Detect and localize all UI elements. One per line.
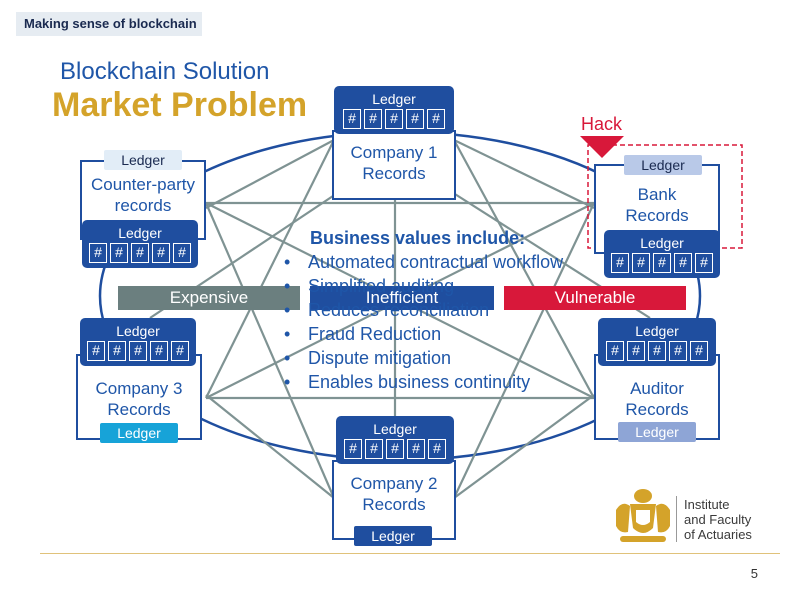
list-item: Enables business continuity xyxy=(284,370,594,394)
counterparty-name: Counter-party xyxy=(91,175,195,194)
company1-node: Company 1 Records xyxy=(332,130,456,200)
auditor-name: Auditor xyxy=(630,379,684,398)
hack-dashed-box xyxy=(587,144,743,249)
counterparty-ledger: Ledger ##### xyxy=(82,220,198,268)
business-values-heading: Business values include: xyxy=(310,228,526,248)
list-item: Fraud Reduction xyxy=(284,322,594,346)
company1-ledger: Ledger ##### xyxy=(334,86,454,134)
slide-subtitle: Blockchain Solution xyxy=(60,58,270,85)
ledger-label: Ledger xyxy=(372,91,416,107)
list-item: Automated contractual workflow xyxy=(284,250,594,274)
bank-name: Bank xyxy=(637,185,677,204)
counterparty-records: records xyxy=(114,196,172,215)
company3-ledger-tag: Ledger xyxy=(100,423,178,443)
company2-ledger-tag: Ledger xyxy=(354,526,432,546)
ifoa-crest-logo xyxy=(612,486,674,551)
page-number: 5 xyxy=(750,566,758,581)
bank-ledger-tag: Ledger xyxy=(624,155,702,175)
company3-ledger: Ledger ##### xyxy=(80,318,196,366)
section-tag: Making sense of blockchain xyxy=(16,12,202,36)
ifoa-logo-text: Institute and Faculty of Actuaries xyxy=(684,497,752,542)
company2-name: Company 2 xyxy=(350,474,438,493)
bank-ledger: Ledger ##### xyxy=(604,230,720,278)
auditor-ledger-tag: Ledger xyxy=(618,422,696,442)
auditor-records: Records xyxy=(625,400,689,419)
logo-divider xyxy=(676,496,677,542)
company3-name: Company 3 xyxy=(95,379,183,398)
bank-records: Records xyxy=(625,206,689,225)
list-item: Dispute mitigation xyxy=(284,346,594,370)
hack-arrow-icon xyxy=(580,136,624,158)
counterparty-ledger-tag: Ledger xyxy=(104,150,182,170)
expensive-band: Expensive xyxy=(118,286,300,310)
company2-ledger: Ledger ##### xyxy=(336,416,454,464)
auditor-node: Auditor Records xyxy=(594,354,720,440)
list-item: Reduces reconciliation xyxy=(284,298,594,322)
company2-node: Company 2 Records xyxy=(332,460,456,540)
hack-label: Hack xyxy=(581,114,623,134)
company3-records: Records xyxy=(107,400,171,419)
list-item: Simplified auditing xyxy=(284,274,594,298)
hash-blocks: ##### xyxy=(334,109,454,129)
business-values-list: Automated contractual workflow Simplifie… xyxy=(284,250,594,394)
business-values: Business values include: Automated contr… xyxy=(284,226,594,394)
company1-name: Company 1 xyxy=(350,143,438,162)
auditor-ledger: Ledger ##### xyxy=(598,318,716,366)
footer-divider xyxy=(40,553,780,554)
company1-records: Records xyxy=(362,164,426,183)
slide-title: Market Problem xyxy=(52,86,308,124)
company2-records: Records xyxy=(362,495,426,514)
